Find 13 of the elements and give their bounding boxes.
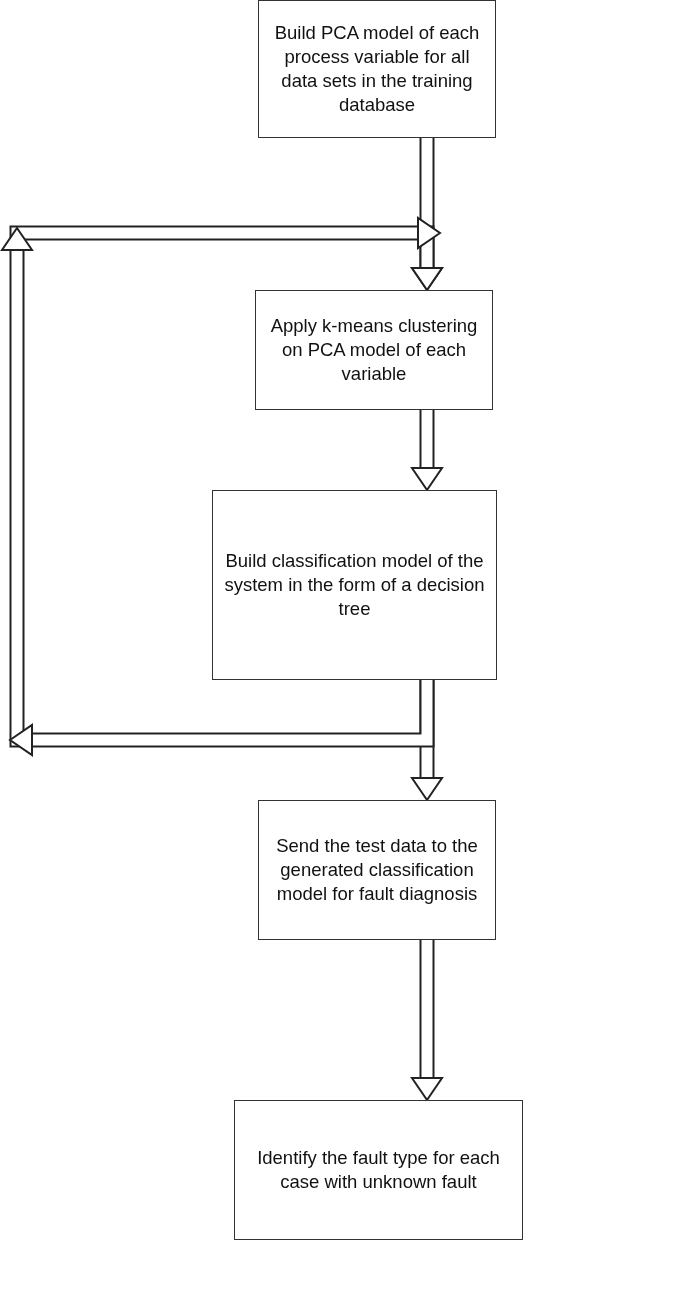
arrow (410, 940, 444, 1102)
box-text: Build classification model of the system in the form of a decision tree (223, 548, 486, 621)
process-box (258, 0, 496, 138)
arrow (410, 410, 444, 492)
box-text: Send the test data to the generated classification model for fault diagnosis (275, 833, 479, 906)
process-box (255, 290, 493, 410)
box-text: Apply k-means clustering on PCA model of each variable (269, 313, 479, 386)
process-box (212, 490, 497, 680)
process-box (234, 1100, 523, 1240)
process-box (258, 800, 496, 940)
box-text: Identify the fault type for each case with unknown fault (256, 1145, 501, 1194)
box-text: Build PCA model of each process variable for all data sets in the training database (273, 20, 481, 118)
arrow (0, 216, 444, 757)
